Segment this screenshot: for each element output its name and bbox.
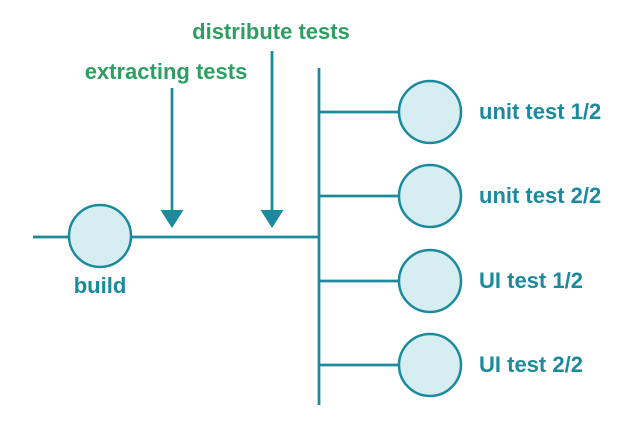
distribute-tests-label: distribute tests [192,19,350,44]
ui-test-1-label: UI test 1/2 [479,268,583,293]
unit-test-1-node-circle [397,79,463,145]
unit-test-2-label: unit test 2/2 [479,183,601,208]
unit-test-1-label: unit test 1/2 [479,99,601,124]
build-node-label: build [74,273,127,298]
unit-test-2-node-circle [397,163,463,229]
distribute-tests-arrowhead-icon [260,210,284,228]
extracting-tests-label: extracting tests [85,59,248,84]
ui-test-1-node-circle [397,248,463,314]
ui-test-2-node-circle [397,332,463,398]
ui-test-2-label: UI test 2/2 [479,352,583,377]
extracting-tests-arrowhead-icon [160,210,184,228]
build-node-circle [67,203,133,269]
